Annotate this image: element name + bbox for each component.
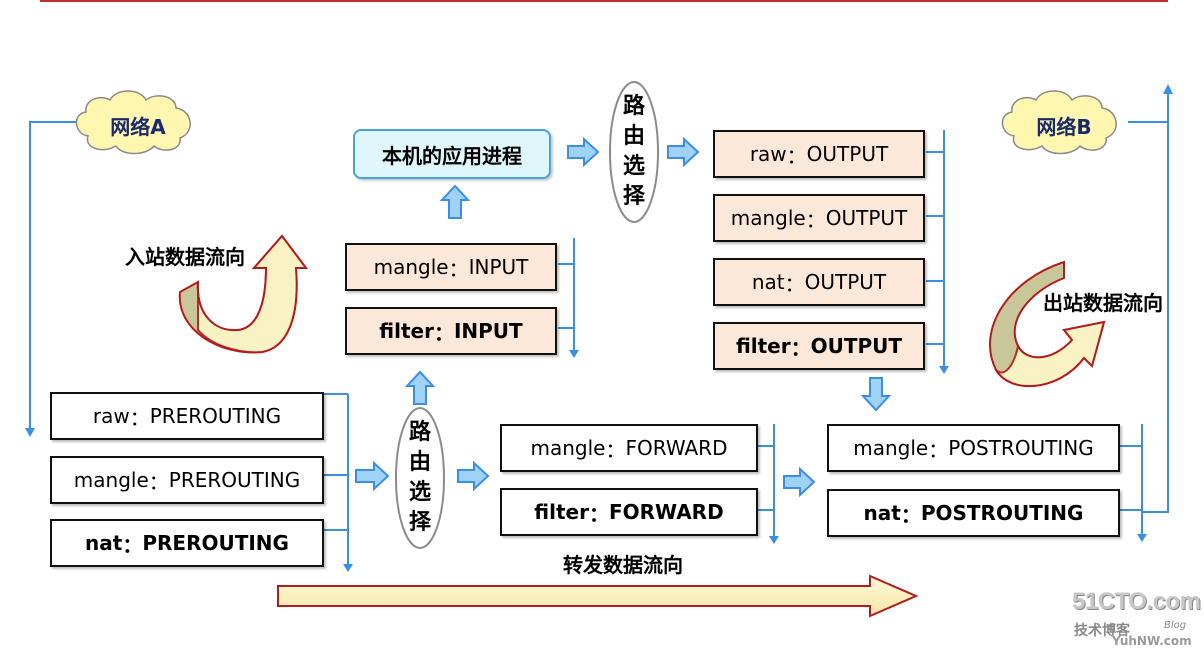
- prerouting-mangle-chain: PREROUTING: [168, 468, 301, 492]
- prerouting-mangle-table: mangle: [73, 468, 149, 492]
- arrow-app-to-route: [567, 136, 600, 168]
- postrouting-mangle-box: mangle：POSTROUTING: [827, 424, 1120, 472]
- prerouting-nat-box: nat：PREROUTING: [50, 519, 324, 567]
- forward-long-arrow: [277, 574, 919, 618]
- input-filter-table: filter: [379, 319, 434, 343]
- output-filter-chain: OUTPUT: [810, 334, 903, 358]
- watermark-logo: 51CTO.com 技术博客 Blog YuhNW.com: [1072, 588, 1201, 650]
- prerouting-mangle-box: mangle：PREROUTING: [50, 456, 324, 504]
- cloud-network-b: [1001, 90, 1117, 155]
- arrow-route-to-output: [667, 136, 700, 168]
- prerouting-mangle-sep: ：: [148, 469, 169, 494]
- route-label-char: 择: [622, 184, 645, 209]
- flow-lines: [25, 84, 1173, 572]
- watermark-site: 51CTO.com: [1072, 588, 1201, 615]
- output-raw-table: raw: [749, 142, 787, 166]
- input-mangle-sep: ：: [448, 256, 469, 281]
- postrouting-mangle-chain: POSTROUTING: [948, 436, 1094, 460]
- input-mangle-chain: INPUT: [468, 255, 529, 279]
- input-mangle-box: mangle：INPUT: [345, 243, 557, 291]
- local-app-process-box: 本机的应用进程: [353, 129, 551, 179]
- block-arrows: [355, 136, 892, 498]
- output-nat-sep: ：: [784, 271, 805, 296]
- forward-filter-table: filter: [534, 500, 589, 524]
- local-app-process-label: 本机的应用进程: [382, 143, 522, 168]
- route-label-upper: 路由选择: [614, 92, 654, 212]
- inbound-flow-label: 入站数据流向: [125, 244, 245, 269]
- route-label-char: 由: [408, 450, 431, 475]
- prerouting-nat-table: nat: [85, 531, 123, 555]
- route-ellipse-lower: [395, 407, 445, 549]
- output-mangle-table: mangle: [730, 206, 806, 230]
- watermark-mark: YuhNW.com: [1112, 634, 1192, 648]
- route-label-char: 择: [408, 510, 431, 535]
- forward-flow-label: 转发数据流向: [563, 552, 683, 577]
- output-nat-box: nat：OUTPUT: [713, 258, 925, 306]
- postrouting-nat-sep: ：: [900, 502, 921, 527]
- watermark-blog: Blog: [1164, 620, 1187, 631]
- forward-mangle-sep: ：: [605, 437, 626, 462]
- input-filter-chain: INPUT: [453, 319, 523, 343]
- prerouting-raw-table: raw: [92, 404, 130, 428]
- prerouting-nat-sep: ：: [122, 532, 143, 557]
- postrouting-nat-chain: POSTROUTING: [920, 501, 1084, 525]
- output-filter-sep: ：: [790, 335, 811, 360]
- forward-filter-sep: ：: [588, 501, 609, 526]
- forward-mangle-chain: FORWARD: [625, 436, 728, 460]
- arrow-forward-to-post: [783, 466, 816, 498]
- network-b-label: 网络B: [1036, 114, 1092, 139]
- output-raw-box: raw：OUTPUT: [713, 130, 925, 178]
- output-nat-chain: OUTPUT: [804, 270, 887, 294]
- inbound-curve-arrow: [178, 234, 308, 354]
- forward-filter-chain: FORWARD: [608, 500, 724, 524]
- postrouting-mangle-table: mangle: [853, 436, 929, 460]
- prerouting-raw-box: raw：PREROUTING: [50, 392, 324, 440]
- arrow-input-to-app: [439, 184, 471, 219]
- route-label-char: 路: [408, 420, 431, 445]
- cloud-network-a: [75, 90, 191, 155]
- watermark-sub: 技术博客: [1074, 623, 1130, 639]
- output-raw-sep: ：: [786, 143, 807, 168]
- postrouting-mangle-sep: ：: [928, 437, 949, 462]
- arrow-route-to-forward: [457, 460, 490, 492]
- postrouting-nat-table: nat: [863, 501, 901, 525]
- forward-filter-box: filter：FORWARD: [500, 488, 758, 536]
- route-label-lower: 路由选择: [400, 418, 440, 538]
- output-nat-table: nat: [751, 270, 785, 294]
- prerouting-nat-chain: PREROUTING: [142, 531, 289, 555]
- output-filter-box: filter：OUTPUT: [713, 322, 925, 370]
- outbound-curve-arrow: [989, 260, 1106, 388]
- output-mangle-box: mangle：OUTPUT: [713, 194, 925, 242]
- prerouting-raw-sep: ：: [129, 405, 150, 430]
- input-filter-box: filter：INPUT: [345, 307, 557, 355]
- network-a-label: 网络A: [110, 114, 166, 139]
- arrow-route-to-input: [404, 370, 436, 405]
- route-label-char: 选: [622, 154, 645, 179]
- arrow-output-to-post: [860, 377, 892, 412]
- postrouting-nat-box: nat：POSTROUTING: [827, 489, 1120, 537]
- input-mangle-table: mangle: [373, 255, 449, 279]
- output-filter-table: filter: [735, 334, 791, 358]
- forward-mangle-table: mangle: [530, 436, 606, 460]
- forward-mangle-box: mangle：FORWARD: [500, 424, 758, 472]
- prerouting-raw-chain: PREROUTING: [149, 404, 282, 428]
- route-label-char: 选: [408, 480, 431, 505]
- route-label-char: 路: [622, 94, 645, 119]
- output-mangle-chain: OUTPUT: [825, 206, 908, 230]
- outbound-flow-label: 出站数据流向: [1043, 290, 1163, 315]
- output-mangle-sep: ：: [805, 207, 826, 232]
- arrow-pre-to-route: [355, 460, 390, 492]
- output-raw-chain: OUTPUT: [806, 142, 889, 166]
- route-label-char: 由: [622, 124, 645, 149]
- input-filter-sep: ：: [433, 320, 454, 345]
- route-ellipse-upper: [609, 81, 659, 223]
